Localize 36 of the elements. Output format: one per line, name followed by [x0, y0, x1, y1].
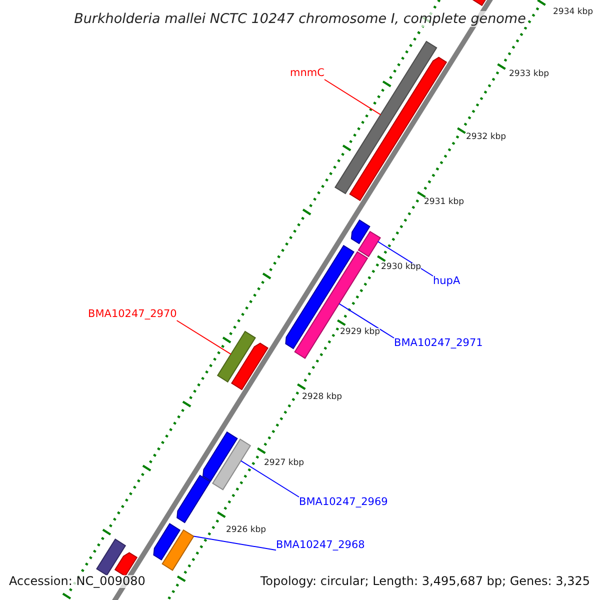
gene-bar — [350, 219, 370, 244]
gene-bar — [153, 523, 181, 560]
tick-label: 2932 kbp — [466, 133, 506, 142]
gene-bar — [114, 552, 138, 577]
gene-label: BMA10247_2971 — [394, 338, 483, 350]
info-text: Topology: circular; Length: 3,495,687 bp; Genes: 3,325 — [260, 575, 590, 588]
leader-line — [176, 320, 232, 355]
gene-bar — [216, 330, 256, 383]
tick-label: 2931 kbp — [424, 198, 464, 208]
gene-label: hupA — [433, 276, 460, 288]
gene-bar — [212, 438, 252, 490]
gene-bar — [202, 431, 238, 482]
leader-line — [193, 536, 276, 551]
gene-bar — [96, 538, 126, 576]
gene-label: BMA10247_2970 — [88, 309, 177, 321]
title: Burkholderia mallei NCTC 10247 chromosome I, complete genome — [74, 11, 526, 27]
gene-label: mnmC — [290, 68, 324, 80]
tick-label: 2926 kbp — [226, 526, 266, 536]
leader-line — [324, 79, 382, 116]
gene-bar — [358, 230, 381, 258]
gene-label: BMA10247_2969 — [299, 497, 388, 509]
leader-line — [338, 303, 394, 338]
gene-bar — [176, 474, 211, 524]
gene-bar — [334, 40, 438, 194]
tick-label: 2930 kbp — [381, 263, 422, 272]
tick-label: 2929 kbp — [340, 328, 380, 338]
gene-bar — [231, 342, 268, 390]
info-text: Accession: NC_009080 — [9, 575, 146, 588]
gene-bar — [162, 529, 194, 571]
tick-label: 2934 kbp — [553, 8, 594, 18]
gene-bar — [471, 0, 488, 6]
tick-label: 2933 kbp — [509, 70, 550, 80]
gene-label: BMA10247_2968 — [276, 540, 365, 552]
tick-label: 2927 kbp — [264, 459, 304, 468]
leader-line — [240, 460, 300, 498]
tick-label: 2928 kbp — [302, 393, 342, 402]
